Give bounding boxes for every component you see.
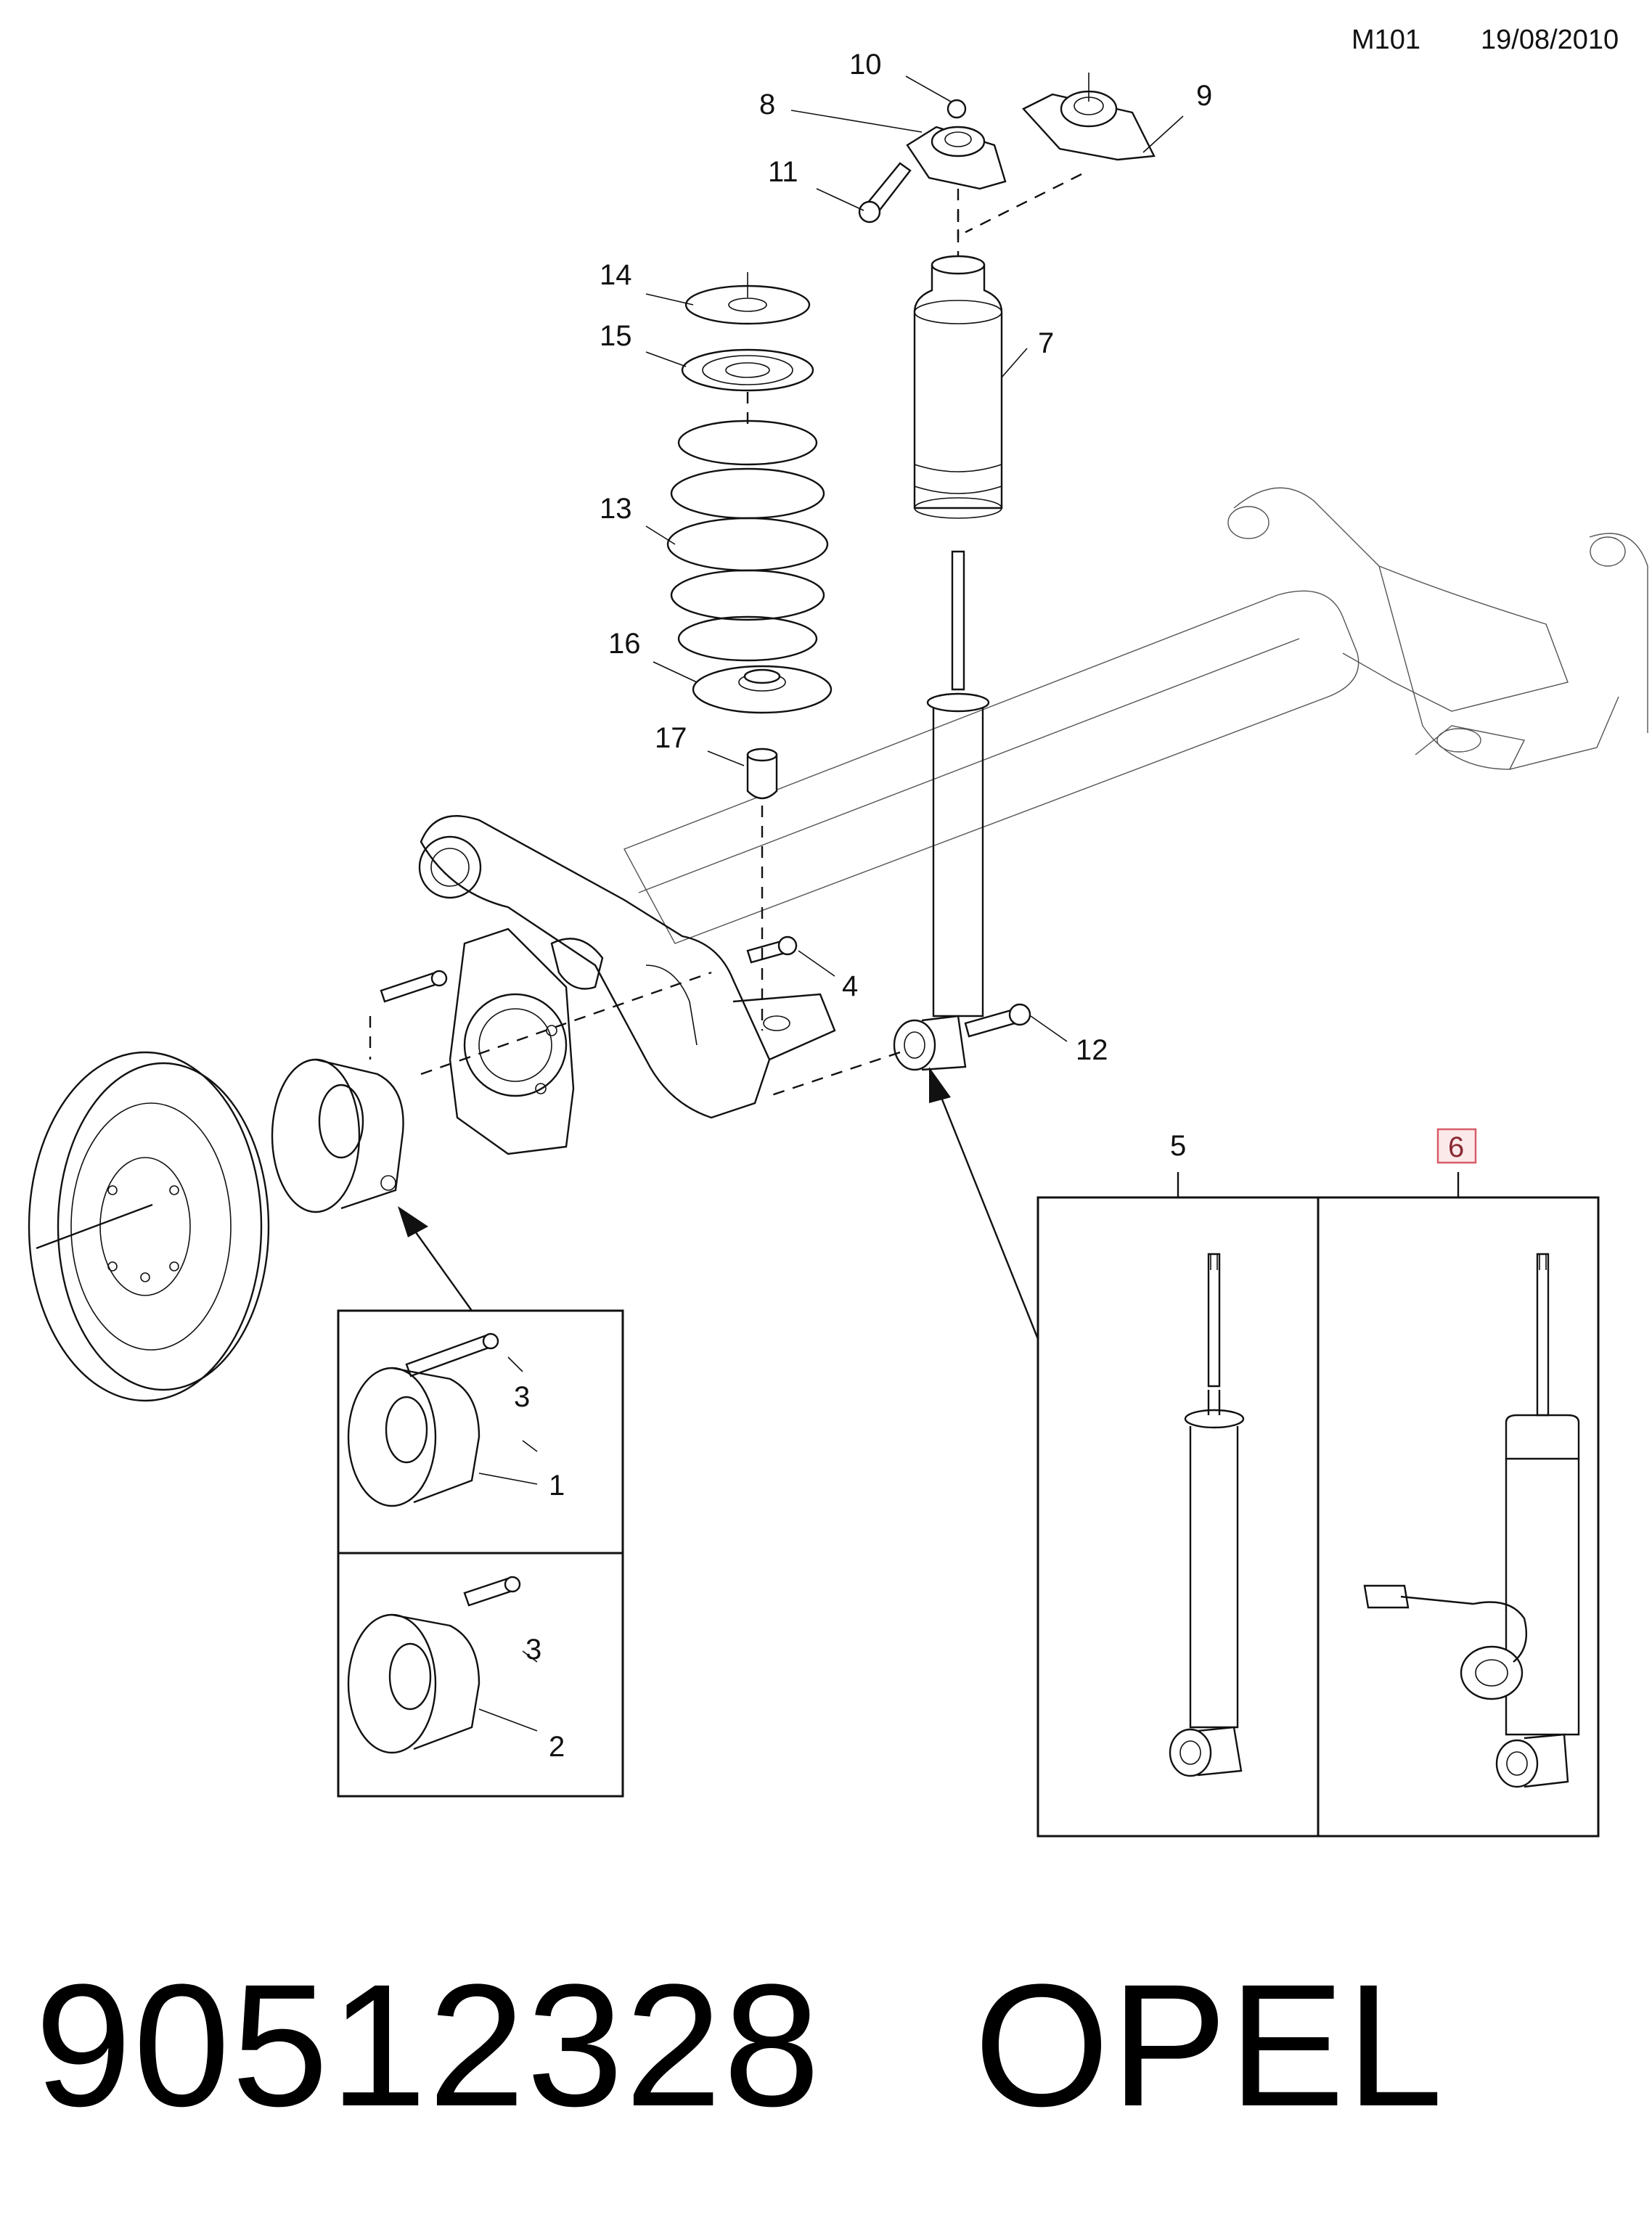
callout-7: 7 bbox=[1038, 327, 1054, 359]
hub-variant-2 bbox=[347, 1576, 521, 1754]
callout-3-variant-2: 3 bbox=[526, 1634, 541, 1666]
shock-lower-bolt bbox=[964, 1003, 1031, 1038]
diagram-date: 19/08/2010 bbox=[1481, 25, 1619, 55]
hub-variants-panel bbox=[337, 1309, 624, 1798]
model-code: M101 bbox=[1352, 25, 1421, 55]
callout-17: 17 bbox=[655, 722, 687, 754]
spring-seat-lower bbox=[692, 665, 833, 714]
callout-labels: 10 8 9 11 14 15 7 13 16 17 4 12 5 6 3 1 … bbox=[514, 49, 1477, 1763]
coil-spring bbox=[666, 392, 829, 662]
brake-disc bbox=[28, 1051, 270, 1402]
callout-3-variant-1: 3 bbox=[514, 1381, 530, 1413]
callout-1: 1 bbox=[549, 1470, 565, 1502]
callout-8: 8 bbox=[759, 89, 775, 120]
brand-name: OPEL bbox=[973, 1948, 1445, 2142]
leader-lines bbox=[645, 75, 1184, 766]
trailing-arm-knuckle bbox=[418, 815, 836, 1119]
upper-mount-left bbox=[906, 99, 1007, 239]
callout-13: 13 bbox=[600, 493, 632, 525]
callout-14: 14 bbox=[600, 259, 632, 291]
rear-axle-beam bbox=[623, 487, 1648, 944]
shock-variant-electronic bbox=[1363, 1253, 1580, 1788]
callout-16: 16 bbox=[608, 628, 641, 660]
wheel-hub-bearing bbox=[271, 971, 712, 1213]
upper-mount-right bbox=[965, 73, 1156, 234]
hub-variant-1 bbox=[347, 1332, 499, 1507]
callout-12: 12 bbox=[1076, 1034, 1108, 1066]
shock-absorber bbox=[769, 210, 1003, 1097]
pointer-arrow-hub bbox=[398, 1206, 473, 1311]
bump-stop bbox=[746, 748, 778, 1031]
pointer-arrow-shock bbox=[929, 1067, 1039, 1340]
wheel-stud bbox=[369, 970, 448, 1060]
callout-9: 9 bbox=[1196, 80, 1212, 112]
callout-2: 2 bbox=[549, 1731, 565, 1763]
shock-variants-panel bbox=[1036, 1172, 1600, 1838]
upper-mount-bolt bbox=[858, 162, 912, 224]
callout-4: 4 bbox=[842, 970, 858, 1002]
highlighted-callout-box bbox=[1436, 1128, 1477, 1164]
callout-6[interactable]: 6 bbox=[1448, 1131, 1464, 1163]
brake-backing-plate bbox=[449, 927, 575, 1155]
exploded-view-diagram: 10 8 9 11 14 15 7 13 16 17 4 12 5 6 3 1 … bbox=[28, 49, 1648, 1838]
spring-seat-upper bbox=[681, 348, 814, 392]
callout-5: 5 bbox=[1170, 1130, 1186, 1162]
callout-11: 11 bbox=[768, 156, 798, 188]
part-footer: 90512328 OPEL bbox=[35, 1945, 1444, 2145]
part-number: 90512328 bbox=[35, 1948, 822, 2142]
shock-variant-standard bbox=[1169, 1253, 1245, 1777]
spring-insulator-upper bbox=[684, 272, 811, 325]
callout-15: 15 bbox=[600, 320, 632, 352]
knuckle-bolt bbox=[746, 935, 798, 964]
callout-10: 10 bbox=[849, 49, 882, 81]
